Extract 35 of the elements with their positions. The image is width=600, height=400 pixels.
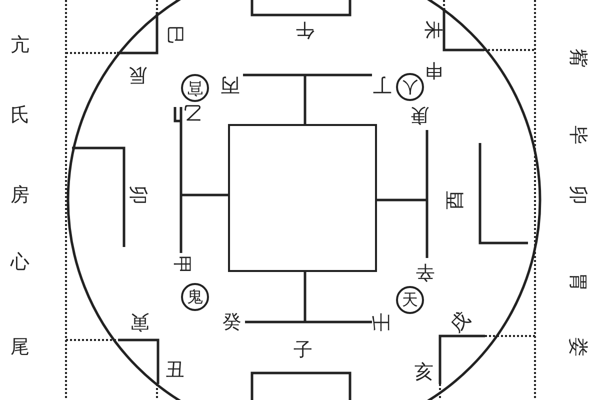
character-label: 丁 [372, 75, 392, 95]
character-label: 房 [10, 185, 30, 205]
character-label: 心 [10, 252, 30, 272]
center-square [228, 124, 377, 272]
character-label: 丙 [220, 75, 240, 95]
circled-character: 天 [396, 286, 424, 314]
character-label: 觜 [568, 48, 588, 68]
circled-character: 宫 [181, 74, 209, 102]
character-label: 娄 [568, 337, 588, 357]
character-label: 卯 [128, 185, 148, 205]
circled-character: 人 [396, 73, 424, 101]
character-label: 巳 [165, 25, 185, 45]
character-label: 癸 [222, 312, 242, 332]
character-label: 亢 [10, 35, 30, 55]
character-label: 午 [295, 20, 315, 40]
character-label: 丑 [165, 360, 185, 380]
character-label: 辛 [415, 262, 435, 282]
character-label: 卯 [568, 185, 588, 205]
character-label: 子 [293, 340, 313, 360]
character-label: 壬 [372, 312, 392, 332]
character-label: 胃 [568, 272, 588, 292]
character-label: 未 [423, 20, 443, 40]
character-label: 毕 [568, 125, 588, 145]
character-label: 亥 [414, 362, 434, 382]
character-label: 辰 [128, 65, 148, 85]
circled-character: 鬼 [181, 283, 209, 311]
character-label: 乙 [182, 102, 202, 122]
character-label: 酉 [445, 190, 465, 210]
character-label: 甲 [172, 255, 192, 275]
character-label: 寅 [130, 312, 150, 332]
character-label: 氏 [10, 105, 30, 125]
character-label: 庚 [410, 105, 430, 125]
character-label: 尾 [10, 337, 30, 357]
character-label: 戌 [446, 308, 474, 336]
character-label: 申 [423, 60, 443, 80]
